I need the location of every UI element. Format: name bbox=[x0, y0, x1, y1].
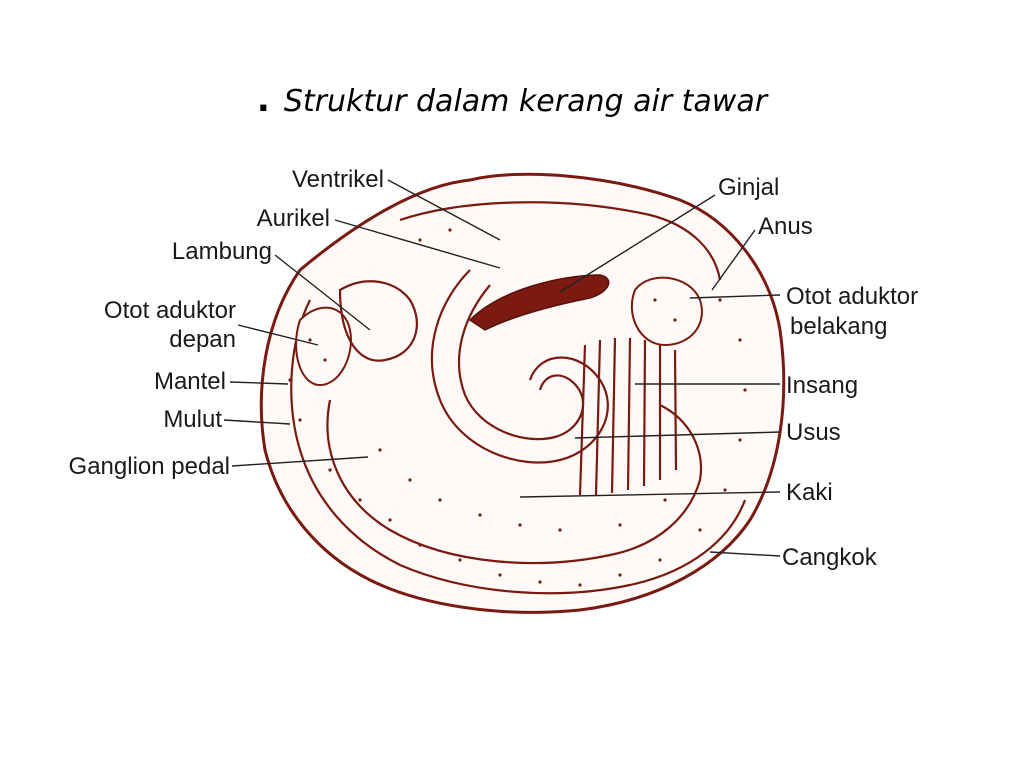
kidney-dark-mass bbox=[468, 274, 610, 331]
label-cangkok: Cangkok bbox=[782, 544, 878, 571]
label-kaki: Kaki bbox=[786, 479, 833, 506]
labels-left: Ventrikel Aurikel Lambung Otot aduktor d… bbox=[69, 166, 384, 480]
title-text: Struktur dalam kerang air tawar bbox=[283, 84, 768, 119]
label-aurikel: Aurikel bbox=[257, 205, 330, 232]
label-anus: Anus bbox=[758, 213, 813, 240]
leader-lines bbox=[223, 179, 781, 557]
label-otot-aduktor-depan-line1: Otot aduktor bbox=[104, 297, 236, 324]
label-insang: Insang bbox=[786, 372, 858, 399]
stipple-dots bbox=[288, 228, 747, 587]
mussel-body bbox=[259, 172, 786, 614]
label-ganglion-pedal: Ganglion pedal bbox=[69, 453, 230, 480]
label-otot-aduktor-belakang-line2: belakang bbox=[790, 313, 887, 340]
gill-striations bbox=[578, 337, 678, 496]
title-bullet: . bbox=[256, 80, 270, 120]
shell-outline bbox=[259, 172, 786, 614]
intestine-loop-inner bbox=[457, 284, 585, 441]
mantle-edge bbox=[290, 299, 747, 595]
label-mantel: Mantel bbox=[154, 368, 226, 395]
posterior-adductor-muscle bbox=[630, 276, 703, 347]
label-ginjal: Ginjal bbox=[718, 174, 779, 201]
foot-outline bbox=[326, 399, 703, 565]
labels-right: Ginjal Anus Otot aduktor belakang Insang… bbox=[718, 174, 918, 571]
stomach-region bbox=[338, 280, 418, 362]
dorsal-line bbox=[399, 201, 722, 281]
label-mulut: Mulut bbox=[163, 406, 222, 433]
label-lambung: Lambung bbox=[172, 238, 272, 265]
anterior-adductor-muscle bbox=[295, 306, 352, 387]
label-otot-aduktor-belakang-line1: Otot aduktor bbox=[786, 283, 918, 310]
label-otot-aduktor-depan-line2: depan bbox=[169, 326, 236, 353]
label-usus: Usus bbox=[786, 419, 841, 446]
label-ventrikel: Ventrikel bbox=[292, 166, 384, 193]
slide-title: . Struktur dalam kerang air tawar bbox=[0, 80, 1024, 130]
